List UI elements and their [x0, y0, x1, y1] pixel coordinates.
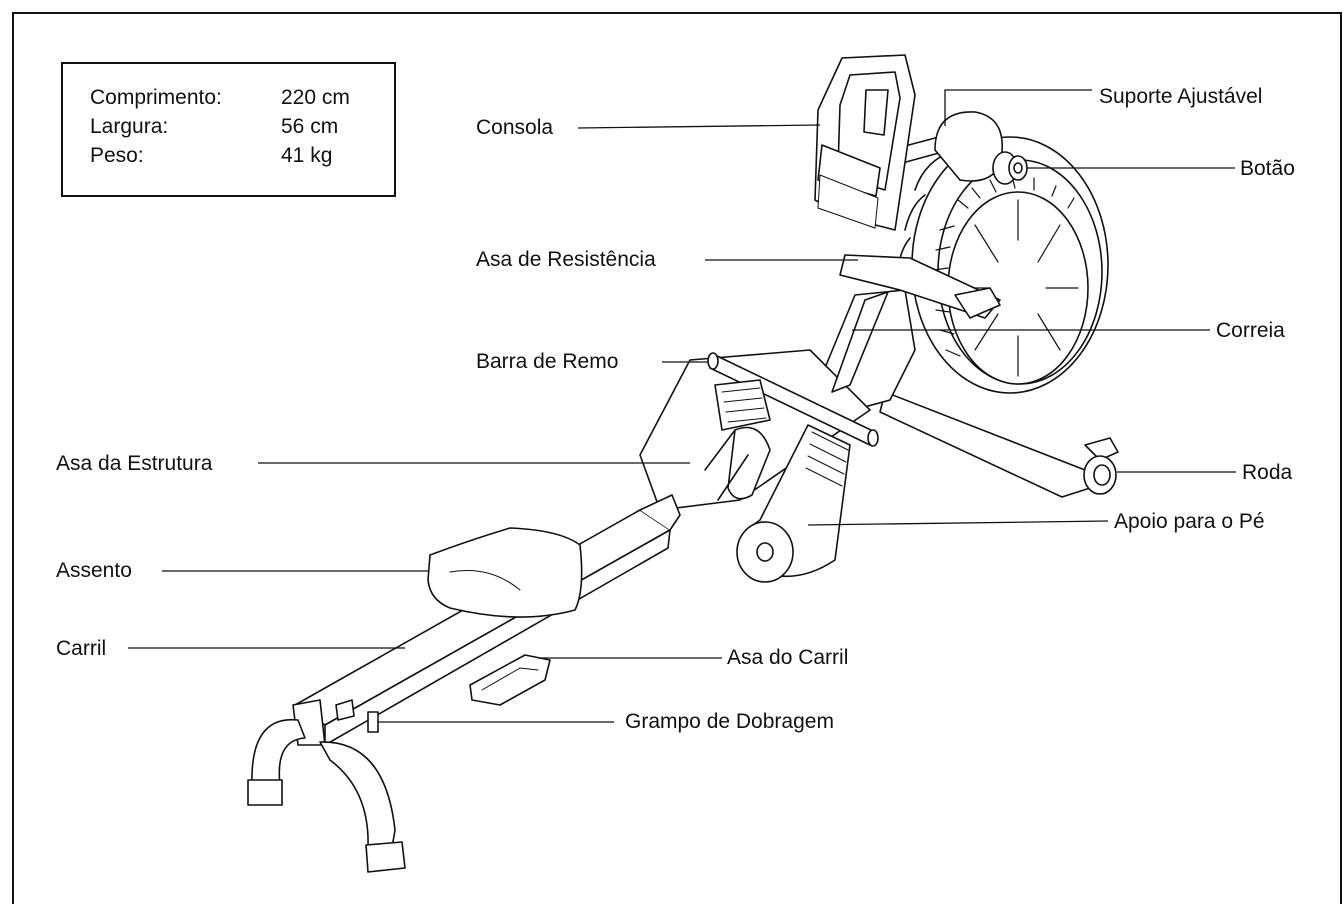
seat-icon	[428, 528, 582, 617]
spec-value: 56 cm	[281, 115, 339, 138]
folding-clip	[368, 712, 378, 732]
spec-value: 220 cm	[281, 86, 350, 109]
left-footrest	[715, 380, 770, 430]
right-footrest	[737, 425, 850, 582]
wheel-icon	[1084, 456, 1116, 494]
front-legs	[248, 700, 405, 872]
leader-adjustable-support	[945, 90, 1092, 126]
spec-label: Largura:	[90, 115, 169, 138]
callout-seat: Assento	[56, 559, 132, 582]
console-monitor	[815, 55, 915, 230]
rear-stabilizer	[880, 392, 1118, 497]
knob-icon	[993, 152, 1027, 184]
callout-wheel: Roda	[1242, 461, 1293, 484]
callout-adjustable-support: Suporte Ajustável	[1099, 85, 1263, 108]
spec-label: Comprimento:	[90, 86, 222, 109]
callout-rail-handle: Asa do Carril	[727, 646, 849, 669]
callout-console: Consola	[476, 116, 554, 139]
callout-resistance-handle: Asa de Resistência	[476, 248, 656, 271]
row-bar	[708, 353, 878, 446]
leader-lines	[128, 90, 1236, 722]
callout-folding-clip: Grampo de Dobragem	[625, 710, 834, 733]
callout-frame-handle: Asa da Estrutura	[56, 452, 213, 475]
strap	[832, 292, 888, 392]
leader-console	[578, 125, 820, 128]
rail-handle-icon	[470, 655, 550, 705]
callout-knob: Botão	[1240, 157, 1295, 180]
figure-frame	[12, 12, 1342, 904]
leader-footrest	[808, 521, 1108, 525]
callout-footrest: Apoio para o Pé	[1114, 510, 1265, 533]
fan-housing	[898, 137, 1108, 393]
spec-label: Peso:	[90, 144, 144, 167]
callout-row-bar: Barra de Remo	[476, 350, 619, 373]
specifications-box: Comprimento: 220 cm Largura: 56 cm Peso:…	[61, 62, 396, 197]
spec-value: 41 kg	[281, 144, 333, 167]
callout-strap: Correia	[1216, 319, 1285, 342]
callout-rail: Carril	[56, 637, 107, 660]
